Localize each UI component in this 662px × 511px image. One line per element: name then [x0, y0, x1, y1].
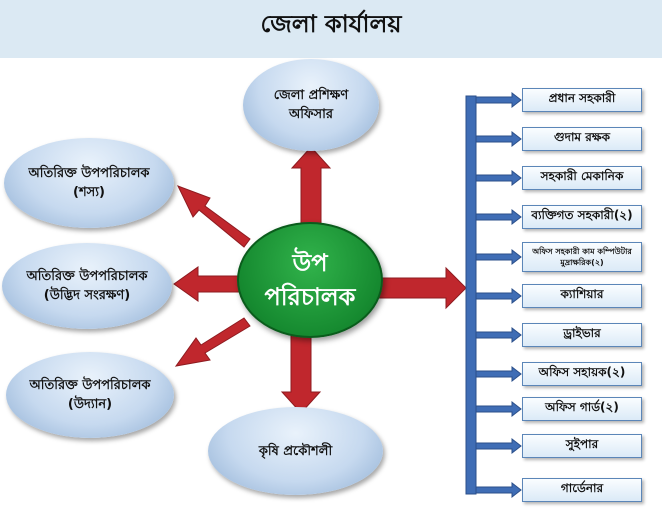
staff-label: ব্যক্তিগত সহকারী(২) — [531, 208, 633, 222]
center-line1: উপ — [292, 249, 328, 277]
staff-box-office-guard: অফিস গার্ড(২) — [522, 397, 642, 421]
arrow-to-staff — [377, 266, 467, 310]
agri-engineer-label: কৃষি প্রকৌশলী — [258, 443, 333, 459]
training-officer-line1: জেলা প্রশিক্ষণ — [273, 88, 349, 103]
deputy-director-node: উপ পরিচালক — [237, 222, 383, 338]
staff-box-office-helper: অফিস সহায়ক(২) — [522, 362, 642, 386]
arrow-to-addl-dd-plant-protection — [173, 266, 241, 302]
staff-connector-arrow — [475, 481, 522, 499]
staff-connector-arrow — [475, 400, 522, 418]
training-officer-bubble: জেলা প্রশিক্ষণ অফিসার — [243, 59, 379, 151]
page-title: জেলা কার্যালয় — [260, 10, 402, 38]
addl-dd-crops-line2: (শস্য) — [73, 185, 105, 200]
staff-label: প্রধান সহকারী — [548, 91, 616, 105]
staff-box-head-assistant: প্রধান সহকারী — [522, 88, 642, 112]
addl-dd-plant-protection-line1: অতিরিক্ত উপপরিচালক — [26, 269, 148, 284]
staff-box-gardener: গার্ডেনার — [522, 478, 642, 502]
addl-dd-plant-protection-bubble: অতিরিক্ত উপপরিচালক (উদ্ভিদ সংরক্ষণ) — [2, 243, 172, 329]
staff-connector-arrow — [475, 91, 522, 109]
staff-connector-arrow — [475, 326, 522, 344]
arrow-to-addl-dd-crops — [177, 185, 251, 248]
center-line2: পরিচালক — [264, 283, 356, 311]
staff-connector-arrow — [475, 169, 522, 187]
staff-connector-arrow — [475, 287, 522, 305]
title-banner: জেলা কার্যালয় — [0, 0, 662, 58]
staff-box-sweeper: সুইপার — [522, 434, 642, 458]
addl-dd-horticulture-bubble: অতিরিক্ত উপপরিচালক (উদ্যান) — [6, 352, 174, 438]
staff-connector-arrow — [475, 365, 522, 383]
staff-label: ক্যাশিয়ার — [560, 287, 604, 301]
arrow-to-addl-dd-horticulture — [174, 317, 251, 367]
addl-dd-horticulture-line1: অতিরিক্ত উপপরিচালক — [29, 378, 151, 393]
staff-box-office-asst-typist: অফিস সহকারী কাম কম্পিউটার মুদ্রাক্ষরিক(২… — [522, 242, 642, 272]
staff-connector-arrow — [475, 130, 522, 148]
staff-box-driver: ড্রাইভার — [522, 323, 642, 347]
training-officer-line2: অফিসার — [289, 107, 333, 122]
addl-dd-plant-protection-line2: (উদ্ভিদ সংরক্ষণ) — [43, 288, 131, 303]
staff-label: সুইপার — [565, 437, 599, 451]
staff-label: ড্রাইভার — [563, 326, 601, 340]
staff-box-asst-mechanic: সহকারী মেকানিক — [522, 166, 642, 190]
arrow-to-agri-engineer — [280, 329, 322, 414]
staff-connector-arrow — [475, 248, 522, 266]
staff-label: গার্ডেনার — [560, 481, 604, 495]
addl-dd-horticulture-line2: (উদ্যান) — [67, 397, 113, 412]
addl-dd-crops-bubble: অতিরিক্ত উপপরিচালক (শস্য) — [4, 138, 174, 228]
arrow-to-training-officer — [290, 146, 332, 231]
staff-vertical-bar — [465, 95, 477, 495]
staff-box-personal-assistant: ব্যক্তিগত সহকারী(২) — [522, 205, 642, 229]
staff-box-store-keeper: গুদাম রক্ষক — [522, 127, 642, 151]
staff-box-cashier: ক্যাশিয়ার — [522, 284, 642, 308]
staff-connector-arrow — [475, 208, 522, 226]
staff-label: অফিস সহকারী কাম কম্পিউটার মুদ্রাক্ষরিক(২… — [532, 247, 632, 267]
staff-label: সহকারী মেকানিক — [540, 169, 624, 183]
agri-engineer-bubble: কৃষি প্রকৌশলী — [208, 407, 383, 495]
staff-connector-arrow — [475, 437, 522, 455]
staff-label: অফিস গার্ড(২) — [545, 400, 619, 414]
staff-label: গুদাম রক্ষক — [554, 130, 610, 144]
staff-label: অফিস সহায়ক(২) — [538, 365, 626, 379]
addl-dd-crops-line1: অতিরিক্ত উপপরিচালক — [28, 166, 150, 181]
